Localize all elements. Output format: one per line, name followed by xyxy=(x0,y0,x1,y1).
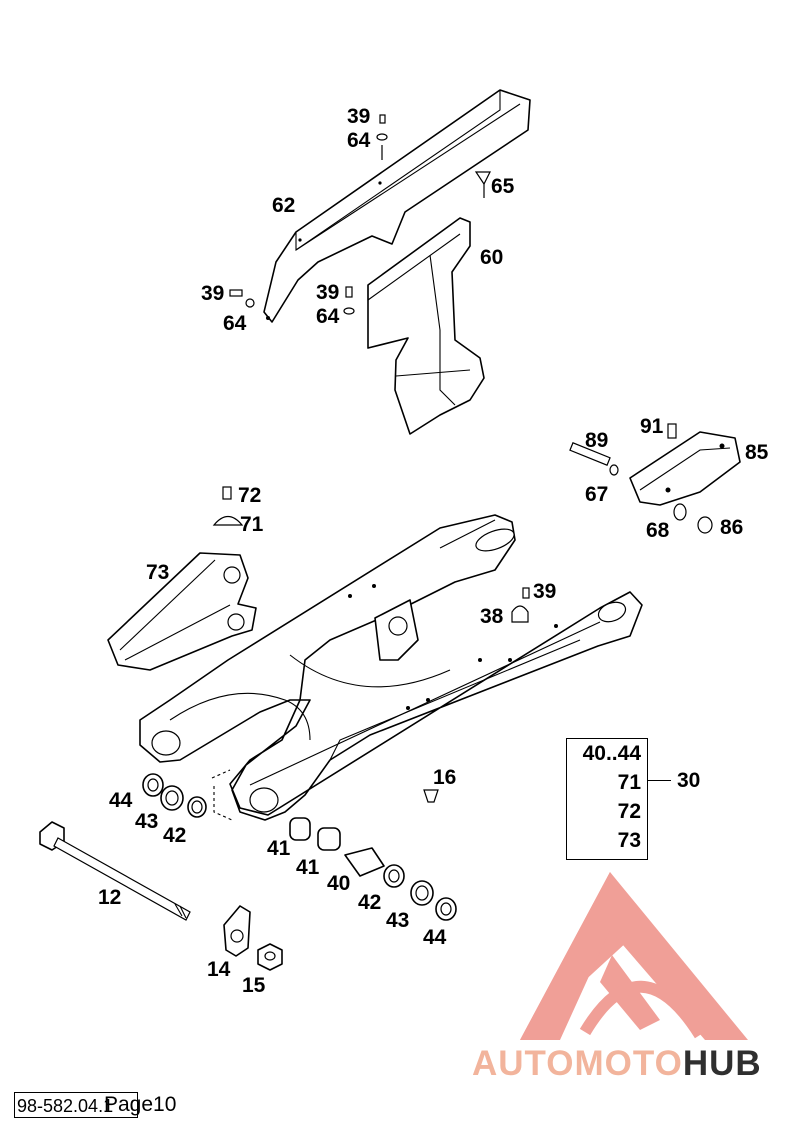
kit-line-3: 72 xyxy=(617,800,641,823)
bearing-set-right xyxy=(289,817,457,921)
callout-91: 91 xyxy=(640,415,664,438)
callout-39-top: 39 xyxy=(347,105,371,128)
kit-line-1: 40..44 xyxy=(582,742,641,765)
callout-62: 62 xyxy=(272,194,296,217)
bearing-set-left xyxy=(142,773,207,818)
callout-40: 40 xyxy=(327,872,351,895)
callout-39-mid: 39 xyxy=(316,281,340,304)
kit-contents-box: 40..44 71 72 73 xyxy=(566,738,648,860)
page-number: Page10 xyxy=(104,1093,177,1116)
callout-64-left: 64 xyxy=(223,312,247,335)
screw-39c-icon xyxy=(343,286,355,315)
callout-44-right: 44 xyxy=(423,926,447,949)
kit-leader-line xyxy=(647,780,671,781)
callout-41-first: 41 xyxy=(267,837,291,860)
callout-86: 86 xyxy=(720,516,744,539)
screw-72-washer-71-icon xyxy=(212,486,244,526)
pivot-bolt-part-12 xyxy=(39,821,191,921)
chain-guard-lower-part-73 xyxy=(107,552,257,671)
callout-64-top: 64 xyxy=(347,129,371,152)
callout-43-left: 43 xyxy=(135,810,159,833)
nut-part-15 xyxy=(257,943,283,971)
callout-39-swingarm: 39 xyxy=(533,580,557,603)
callout-85: 85 xyxy=(745,441,769,464)
callout-73: 73 xyxy=(146,561,170,584)
callout-16: 16 xyxy=(433,766,457,789)
callout-65: 65 xyxy=(491,175,515,198)
screw-39b-icon xyxy=(229,289,255,308)
callout-60: 60 xyxy=(480,246,504,269)
chain-guard-upper-part-62 xyxy=(263,89,531,323)
chain-guide-part-60 xyxy=(367,217,485,435)
callout-68: 68 xyxy=(646,519,670,542)
callout-42-right: 42 xyxy=(358,891,382,914)
callout-12: 12 xyxy=(98,886,122,909)
screw-39a-icon xyxy=(376,114,388,160)
callout-15: 15 xyxy=(242,974,266,997)
automotohub-logo-mark xyxy=(520,872,748,1040)
callout-72: 72 xyxy=(238,484,262,507)
callout-30: 30 xyxy=(677,769,701,792)
callout-38: 38 xyxy=(480,605,504,628)
rubber-buffer-65-icon xyxy=(474,171,491,198)
callout-14: 14 xyxy=(207,958,231,981)
callout-41-second: 41 xyxy=(296,856,320,879)
callout-43-right: 43 xyxy=(386,909,410,932)
kit-line-2: 71 xyxy=(617,771,641,794)
swing-arm xyxy=(139,514,643,821)
plug-16-icon xyxy=(423,789,439,803)
callout-89: 89 xyxy=(585,429,609,452)
clamp-38-icon xyxy=(511,587,530,623)
brand-text-dark: HUB xyxy=(682,1044,762,1083)
callout-71: 71 xyxy=(240,513,264,536)
callout-64-mid: 64 xyxy=(316,305,340,328)
brand-text-light: AUTOMOTO xyxy=(472,1044,683,1083)
callout-39-left: 39 xyxy=(201,282,225,305)
bracket-part-14 xyxy=(223,905,251,957)
callout-42-left: 42 xyxy=(163,824,187,847)
automotohub-wordmark: AUTOMOTOHUB xyxy=(472,1044,762,1084)
kit-line-4: 73 xyxy=(617,829,641,852)
callout-67: 67 xyxy=(585,483,609,506)
document-code: 98-582.04.1 xyxy=(14,1092,138,1118)
chain-slider-part-85 xyxy=(569,423,741,534)
callout-44-left: 44 xyxy=(109,789,133,812)
